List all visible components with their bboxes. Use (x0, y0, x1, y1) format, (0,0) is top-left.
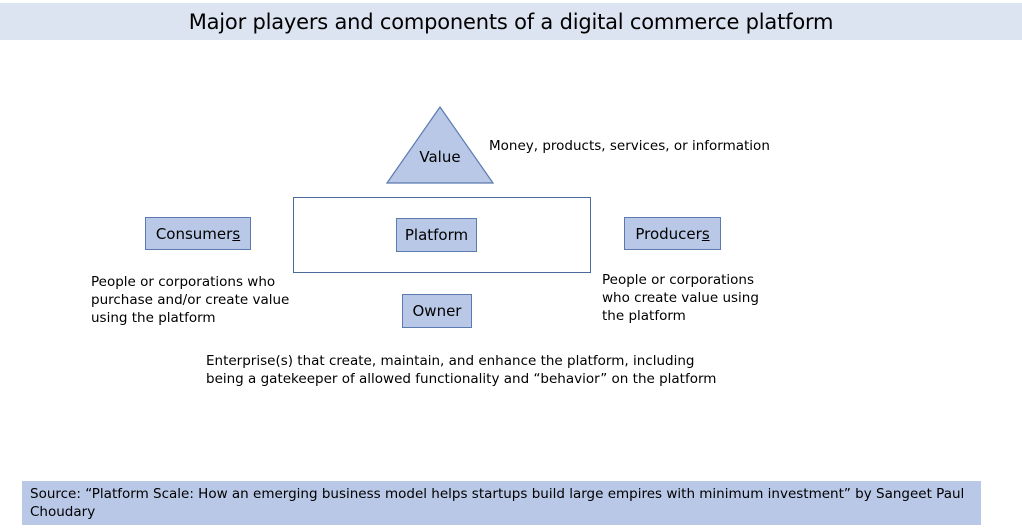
value-label: Value (419, 148, 461, 166)
value-description: Money, products, services, or informatio… (489, 138, 770, 154)
consumers-description-line: People or corporations who (91, 274, 276, 290)
consumers-label: Consumer (155, 224, 233, 243)
producers-description: People or corporations who create value … (602, 271, 759, 325)
producers-label: Producer (635, 224, 702, 243)
producers-description-line: the platform (602, 308, 686, 324)
platform-box: Platform (396, 218, 477, 252)
owner-label: Owner (412, 302, 462, 320)
consumers-description: People or corporations who purchase and/… (91, 273, 289, 327)
diagram-title: Major players and components of a digita… (188, 9, 834, 34)
producers-label-suffix: s (701, 224, 710, 243)
consumers-description-line: using the platform (91, 310, 216, 326)
platform-label: Platform (404, 226, 469, 244)
producers-description-line: who create value using (602, 290, 759, 306)
value-triangle (386, 106, 494, 184)
consumers-description-line: purchase and/or create value (91, 292, 290, 308)
producers-description-line: People or corporations (602, 272, 755, 288)
source-citation: Source: “Platform Scale: How an emerging… (22, 481, 981, 525)
title-bar: Major players and components of a digita… (0, 3, 1022, 40)
consumers-label-suffix: s (232, 224, 241, 243)
owner-description: Enterprise(s) that create, maintain, and… (206, 352, 716, 388)
owner-description-line: being a gatekeeper of allowed functional… (206, 371, 717, 387)
owner-description-line: Enterprise(s) that create, maintain, and… (206, 353, 695, 369)
owner-box: Owner (402, 294, 472, 328)
